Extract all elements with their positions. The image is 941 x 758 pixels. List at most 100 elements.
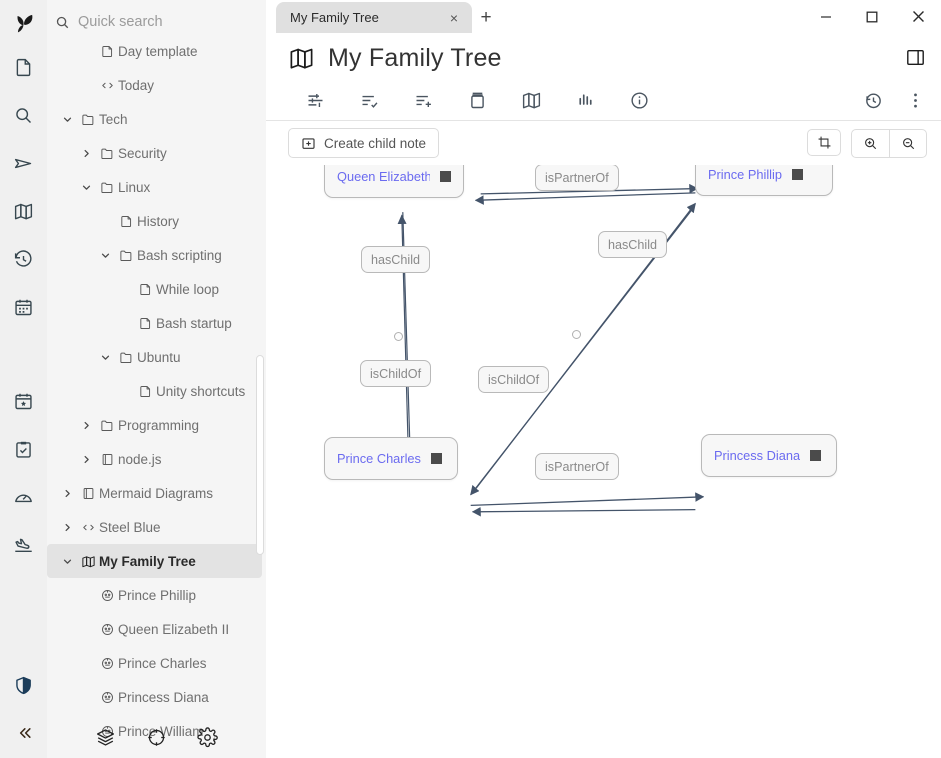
note-properties-icon[interactable] — [288, 84, 342, 118]
tree-item-mermaid-diagrams[interactable]: Mermaid Diagrams — [47, 476, 262, 510]
minimize-icon[interactable] — [803, 0, 849, 33]
node-handle[interactable] — [791, 169, 803, 180]
history-clock-icon[interactable] — [7, 242, 41, 276]
relation-node-charles[interactable]: Prince Charles — [324, 437, 458, 480]
note-revisions-icon[interactable] — [450, 84, 504, 118]
clipboard-check-icon[interactable] — [7, 432, 41, 466]
relation-edge-label-ischildof[interactable]: isChildOf — [478, 366, 550, 393]
relation-node-diana[interactable]: Princess Diana — [701, 434, 837, 477]
quick-search-input[interactable]: Quick search — [78, 14, 163, 30]
tree-item-princess-diana[interactable]: Princess Diana — [47, 680, 262, 714]
tree-item-tech[interactable]: Tech — [47, 102, 262, 136]
book-map-icon[interactable] — [7, 194, 41, 228]
zoom-in-icon[interactable] — [852, 130, 889, 157]
tree-item-while-loop[interactable]: While loop — [47, 272, 262, 306]
zoom-controls — [807, 128, 927, 158]
quick-search-bar[interactable]: Quick search — [47, 0, 266, 44]
calendar-icon[interactable] — [7, 290, 41, 324]
tree-item-label: My Family Tree — [99, 553, 196, 569]
note-info-icon[interactable] — [612, 84, 666, 118]
send-icon[interactable] — [7, 146, 41, 180]
node-handle[interactable] — [810, 450, 822, 461]
tree-item-label: Programming — [118, 417, 200, 433]
relation-node-qe2[interactable]: Queen Elizabeth II. — [324, 165, 464, 198]
crosshair-icon[interactable] — [146, 727, 167, 748]
relation-edge-label-ispartnerof[interactable]: isPartnerOf — [535, 165, 619, 191]
relation-map-canvas[interactable]: Queen Elizabeth II. Prince PhillipPrince … — [266, 165, 941, 758]
gear-icon[interactable] — [197, 726, 218, 748]
tree-item-bash-startup[interactable]: Bash startup — [47, 306, 262, 340]
note-icon — [134, 316, 156, 331]
note-map-icon[interactable] — [504, 84, 558, 118]
tree-item-today[interactable]: Today — [47, 68, 262, 102]
calendar-star-icon[interactable] — [7, 384, 41, 418]
chevron-right-icon[interactable] — [57, 521, 77, 534]
crop-reset-icon[interactable] — [807, 128, 841, 156]
relation-edge-label-haschild[interactable]: hasChild — [598, 231, 668, 258]
note-icon — [134, 282, 156, 297]
chevron-down-icon[interactable] — [76, 181, 96, 194]
gauge-icon[interactable] — [7, 480, 41, 514]
search-icon[interactable] — [7, 98, 41, 132]
tree-item-steel-blue[interactable]: Steel Blue — [47, 510, 262, 544]
history-clock-icon[interactable] — [855, 84, 891, 118]
code-icon — [96, 78, 118, 93]
owned-attributes-icon[interactable] — [342, 84, 396, 118]
tree-item-node-js[interactable]: node.js — [47, 442, 262, 476]
note-icon[interactable] — [7, 50, 41, 84]
page-title[interactable]: My Family Tree — [328, 43, 502, 72]
relation-edge-label-haschild[interactable]: hasChild — [361, 246, 431, 273]
relation-map-icon — [96, 622, 118, 637]
tree-item-unity-shortcuts[interactable]: Unity shortcuts — [47, 374, 262, 408]
book-icon — [77, 486, 99, 501]
edge-handle[interactable] — [572, 330, 581, 339]
relation-edge-label-ispartnerof[interactable]: isPartnerOf — [535, 453, 619, 480]
tab-strip: My Family Tree × + — [266, 0, 941, 33]
note-info-chart-icon[interactable] — [558, 84, 612, 118]
tree-item-bash-scripting[interactable]: Bash scripting — [47, 238, 262, 272]
add-attribute-icon[interactable] — [396, 84, 450, 118]
shield-icon[interactable] — [7, 668, 41, 702]
tree-item-security[interactable]: Security — [47, 136, 262, 170]
collapse-left-icon[interactable] — [7, 716, 41, 750]
note-toolbar — [266, 81, 941, 121]
relation-node-phillip[interactable]: Prince Phillip — [695, 165, 833, 196]
tree-item-my-family-tree[interactable]: My Family Tree — [47, 544, 262, 578]
tree-item-queen-elizabeth-ii[interactable]: Queen Elizabeth II — [47, 612, 262, 646]
tree-item-day-template[interactable]: Day template — [47, 34, 262, 68]
tree-item-prince-charles[interactable]: Prince Charles — [47, 646, 262, 680]
new-tab-button[interactable]: + — [480, 6, 492, 28]
tree-item-label: node.js — [118, 451, 162, 467]
more-vertical-icon[interactable] — [897, 84, 933, 118]
node-handle[interactable] — [430, 453, 442, 464]
tree-item-history[interactable]: History — [47, 204, 262, 238]
layers-icon[interactable] — [95, 727, 116, 748]
chevron-right-icon[interactable] — [76, 453, 96, 466]
sidebar-bottom-bar — [47, 716, 266, 758]
tree-item-prince-phillip[interactable]: Prince Phillip — [47, 578, 262, 612]
close-icon[interactable]: × — [449, 9, 458, 26]
chevron-down-icon[interactable] — [57, 555, 77, 568]
chevron-right-icon[interactable] — [57, 487, 77, 500]
tab-label: My Family Tree — [290, 10, 379, 25]
chevron-right-icon[interactable] — [76, 147, 96, 160]
tree-item-ubuntu[interactable]: Ubuntu — [47, 340, 262, 374]
chevron-right-icon[interactable] — [76, 419, 96, 432]
close-icon[interactable] — [895, 0, 941, 33]
tab-my-family-tree[interactable]: My Family Tree × — [276, 2, 472, 33]
tree-item-programming[interactable]: Programming — [47, 408, 262, 442]
relation-map-icon — [96, 588, 118, 603]
chevron-down-icon[interactable] — [57, 113, 77, 126]
sidebar-scrollbar[interactable] — [256, 355, 264, 555]
zoom-out-icon[interactable] — [889, 129, 926, 157]
plane-landing-icon[interactable] — [7, 528, 41, 562]
relation-edge-label-ischildof[interactable]: isChildOf — [360, 360, 432, 387]
chevron-down-icon[interactable] — [95, 351, 115, 364]
chevron-down-icon[interactable] — [95, 249, 115, 262]
tree-item-linux[interactable]: Linux — [47, 170, 262, 204]
maximize-icon[interactable] — [849, 0, 895, 33]
node-handle[interactable] — [440, 171, 451, 182]
edge-handle[interactable] — [394, 332, 403, 341]
create-child-note-button[interactable]: Create child note — [288, 128, 440, 158]
right-panel-toggle-icon[interactable] — [899, 41, 931, 73]
